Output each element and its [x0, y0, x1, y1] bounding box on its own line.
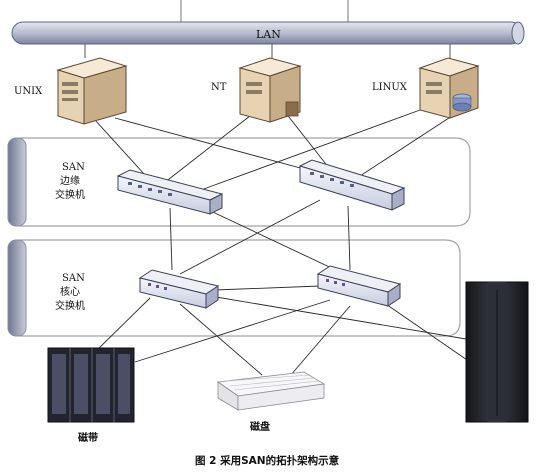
lan-backbone [11, 21, 525, 45]
edge-label-2: 边缘 [60, 174, 80, 187]
core-switch-right[interactable] [316, 265, 402, 307]
core-label-2: 核心 [60, 285, 80, 298]
core-label-3: 交换机 [55, 299, 85, 312]
uplink-cables [180, 0, 349, 22]
tape-library[interactable] [47, 347, 135, 423]
figure-caption: 图 2 采用SAN的拓扑架构示意 [195, 454, 340, 467]
edge-switch-left[interactable] [116, 169, 224, 215]
disk-array[interactable] [216, 371, 326, 411]
core-switch-left[interactable] [138, 269, 220, 309]
unix-label: UNIX [14, 86, 43, 97]
disk-label: 磁盘 [250, 420, 270, 433]
lan-to-server-links [84, 44, 451, 58]
edge-label-3: 交换机 [55, 188, 85, 201]
nt-server[interactable] [238, 57, 302, 123]
lan-label: LAN [256, 28, 281, 41]
unix-server[interactable] [56, 57, 128, 125]
edge-switch-right[interactable] [298, 159, 406, 211]
nt-label: NT [211, 82, 227, 93]
linux-server[interactable] [418, 57, 480, 119]
core-label-1: SAN [62, 273, 85, 284]
san-edge-zone [7, 137, 471, 227]
linux-label: LINUX [372, 82, 408, 93]
storage-cabinet[interactable] [465, 281, 529, 423]
tape-label: 磁带 [78, 431, 98, 444]
edge-label-1: SAN [62, 162, 85, 173]
